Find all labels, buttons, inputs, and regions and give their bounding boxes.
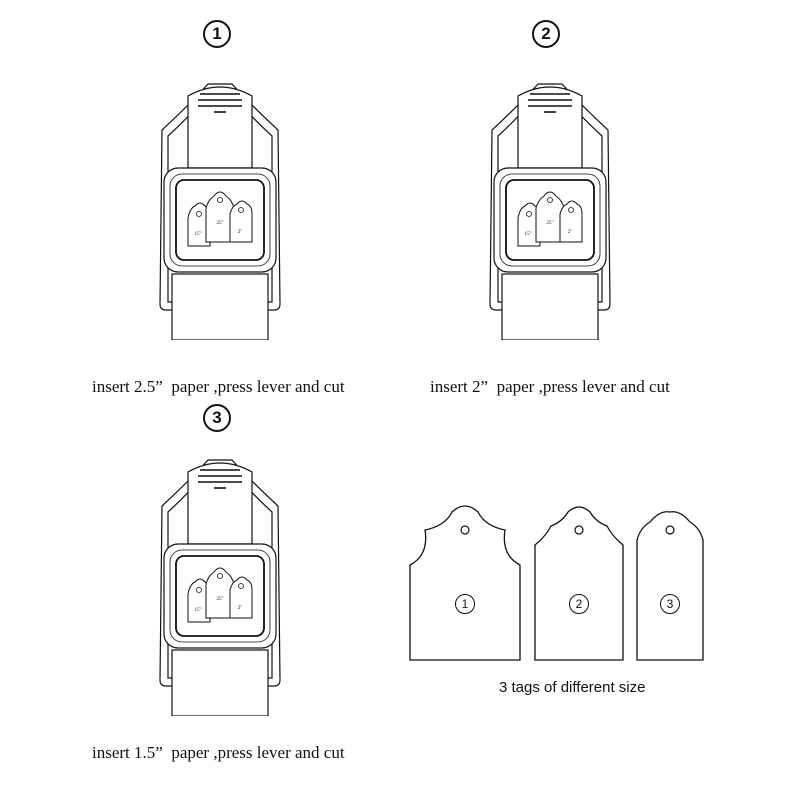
punch-base-plate-inner <box>499 173 601 267</box>
punch-tag-hole <box>238 207 244 213</box>
punch-tag-size-label: 2" <box>238 230 243 235</box>
punch-tag-size-label: 2" <box>238 606 243 611</box>
step-2-number: 2 <box>532 20 560 48</box>
tag-2-number: 2 <box>569 594 589 614</box>
paper-strip <box>171 649 269 716</box>
punch-tag-size-label: 2" <box>568 230 573 235</box>
tag-small-hole <box>665 525 675 535</box>
paper-strip <box>501 273 599 340</box>
tag-1-number: 1 <box>455 594 475 614</box>
punch-tag-size-label: 25" <box>216 221 223 226</box>
punch-tag-hole <box>238 583 244 589</box>
punch-tag-size-label: 25" <box>546 221 553 226</box>
tag-small-outline <box>636 511 704 661</box>
punch-tag-hole <box>547 197 553 203</box>
tag-medium-outline <box>534 506 624 661</box>
step-3-caption: insert 1.5” paper ,press lever and cut <box>92 743 345 762</box>
step-3-number: 3 <box>203 404 231 432</box>
tag-large-hole <box>460 525 470 535</box>
punch-window-frame <box>505 179 595 261</box>
tag-3-number: 3 <box>660 594 680 614</box>
step-2-caption: insert 2” paper ,press lever and cut <box>430 377 670 396</box>
punch-tag-hole <box>568 207 574 213</box>
punch-tag-preview-right <box>559 200 583 243</box>
punch-tag-preview-middle <box>205 567 235 619</box>
punch-window-frame <box>175 555 265 637</box>
paper-strip <box>171 273 269 340</box>
punch-tag-size-label: 25" <box>216 597 223 602</box>
punch-lever <box>187 86 253 169</box>
tag-punch-step-3: 15" 25" 2" <box>159 459 281 716</box>
punch-tag-hole <box>217 197 223 203</box>
tag-large-outline <box>409 505 521 661</box>
punch-tag-hole <box>196 587 202 593</box>
punch-tag-preview-right <box>229 576 253 619</box>
tag-medium-hole <box>574 525 584 535</box>
punch-tag-preview-middle <box>205 191 235 243</box>
punch-lever <box>517 86 583 169</box>
punch-tag-size-label: 15" <box>524 232 531 237</box>
punch-tag-preview-middle <box>535 191 565 243</box>
punch-base-plate-inner <box>169 549 271 643</box>
tags-caption: 3 tags of different size <box>499 679 646 696</box>
step-1-number: 1 <box>203 20 231 48</box>
punch-tag-preview-right <box>229 200 253 243</box>
step-1-caption: insert 2.5” paper ,press lever and cut <box>92 377 345 396</box>
tag-punch-step-1: 15" 25" 2" <box>159 83 281 340</box>
punch-base-plate-inner <box>169 173 271 267</box>
tag-punch-step-2: 15" 25" 2" <box>489 83 611 340</box>
punch-tag-size-label: 15" <box>194 232 201 237</box>
punch-lever <box>187 462 253 545</box>
punch-tag-hole <box>196 211 202 217</box>
punch-tag-hole <box>217 573 223 579</box>
punch-window-frame <box>175 179 265 261</box>
punch-tag-hole <box>526 211 532 217</box>
punch-tag-size-label: 15" <box>194 608 201 613</box>
